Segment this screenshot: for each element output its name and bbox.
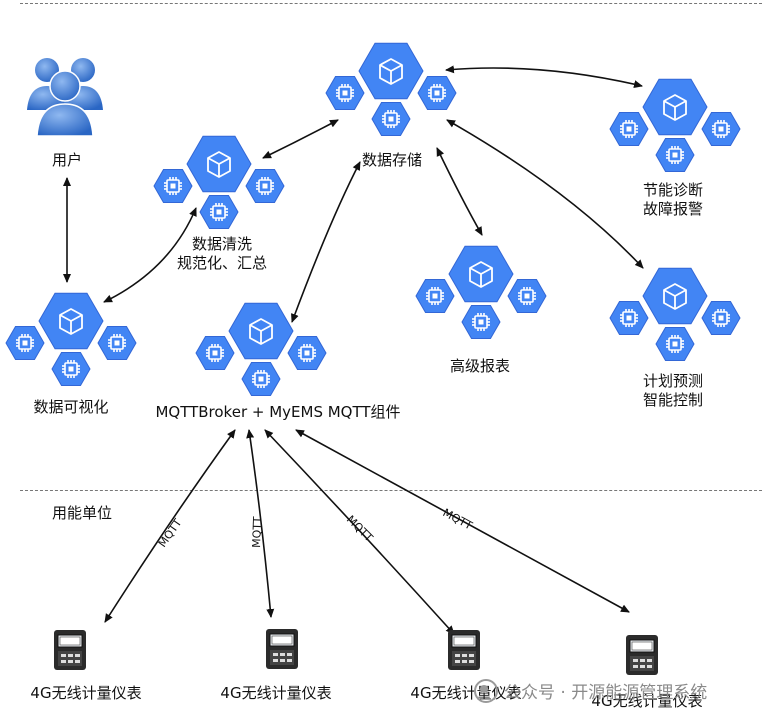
arrow-storage-reports <box>436 147 483 236</box>
chip-icon <box>620 120 638 138</box>
arrow-visualization-cleaning <box>103 207 197 303</box>
users-icon <box>25 48 105 138</box>
visualization-label: 数据可视化 <box>33 398 109 416</box>
meter-label-1: 4G无线计量仪表 <box>30 684 142 702</box>
storage-label: 数据存储 <box>361 151 423 169</box>
planning-label: 计划预测 智能控制 <box>642 372 704 409</box>
mqtt-label-2: MQTT <box>250 516 264 548</box>
watermark: 公众号 · 开源能源管理系统 <box>474 678 707 703</box>
mqtt-label-3: MQTT <box>344 513 376 545</box>
arrow-cleaning-storage <box>262 119 339 159</box>
chip-icon <box>712 309 730 327</box>
watermark-text: 公众号 · 开源能源管理系统 <box>504 683 708 703</box>
chip-icon <box>16 334 34 352</box>
cube-hexagon-icon <box>663 283 687 310</box>
arrow-storage-planning <box>446 119 644 269</box>
chip-icon <box>252 370 270 388</box>
meter-label-2: 4G无线计量仪表 <box>220 684 332 702</box>
mqtt-label-4: MQTT <box>441 506 475 532</box>
arrow-broker-storage <box>291 161 361 323</box>
electric-meter-icon <box>624 633 660 677</box>
chip-icon <box>426 287 444 305</box>
cube-hexagon-icon <box>379 58 403 85</box>
planning-node <box>605 262 745 382</box>
arrow-meter1-broker <box>104 429 236 623</box>
top-divider <box>20 3 762 4</box>
chip-icon <box>666 146 684 164</box>
storage-node <box>321 37 461 157</box>
chip-icon <box>712 120 730 138</box>
broker-label: MQTTBroker + MyEMS MQTT组件 <box>155 403 401 421</box>
wechat-icon <box>474 678 498 703</box>
chip-icon <box>256 177 274 195</box>
chip-icon <box>428 84 446 102</box>
chip-icon <box>472 313 490 331</box>
cleaning-node <box>149 130 289 250</box>
energy-unit-label: 用能单位 <box>52 504 113 522</box>
electric-meter-icon <box>52 628 88 672</box>
cube-hexagon-icon <box>469 261 493 288</box>
broker-node <box>191 297 331 417</box>
chip-icon <box>518 287 536 305</box>
diagnosis-label: 节能诊断 故障报警 <box>642 181 704 218</box>
cube-hexagon-icon <box>249 318 273 345</box>
cube-hexagon-icon <box>59 308 83 335</box>
chip-icon <box>206 344 224 362</box>
arrow-storage-diagnosis <box>445 65 643 89</box>
user-label: 用户 <box>51 151 83 169</box>
arrow-meter4-broker <box>295 429 630 613</box>
meter-label-4: 4G无线计量仪表 <box>591 692 703 710</box>
chip-icon <box>108 334 126 352</box>
reports-node <box>411 240 551 360</box>
chip-icon <box>62 360 80 378</box>
reports-label: 高级报表 <box>449 357 511 375</box>
diagnosis-node <box>605 73 745 193</box>
chip-icon <box>666 335 684 353</box>
chip-icon <box>298 344 316 362</box>
electric-meter-icon <box>264 627 300 671</box>
chip-icon <box>382 110 400 128</box>
electric-meter-icon <box>446 628 482 672</box>
chip-icon <box>210 203 228 221</box>
cube-hexagon-icon <box>663 94 687 121</box>
cleaning-label: 数据清洗 规范化、汇总 <box>176 235 268 272</box>
cube-hexagon-icon <box>207 151 231 178</box>
visualization-node <box>1 287 141 407</box>
chip-icon <box>164 177 182 195</box>
mqtt-label-1: MQTT <box>156 516 185 549</box>
chip-icon <box>620 309 638 327</box>
chip-icon <box>336 84 354 102</box>
